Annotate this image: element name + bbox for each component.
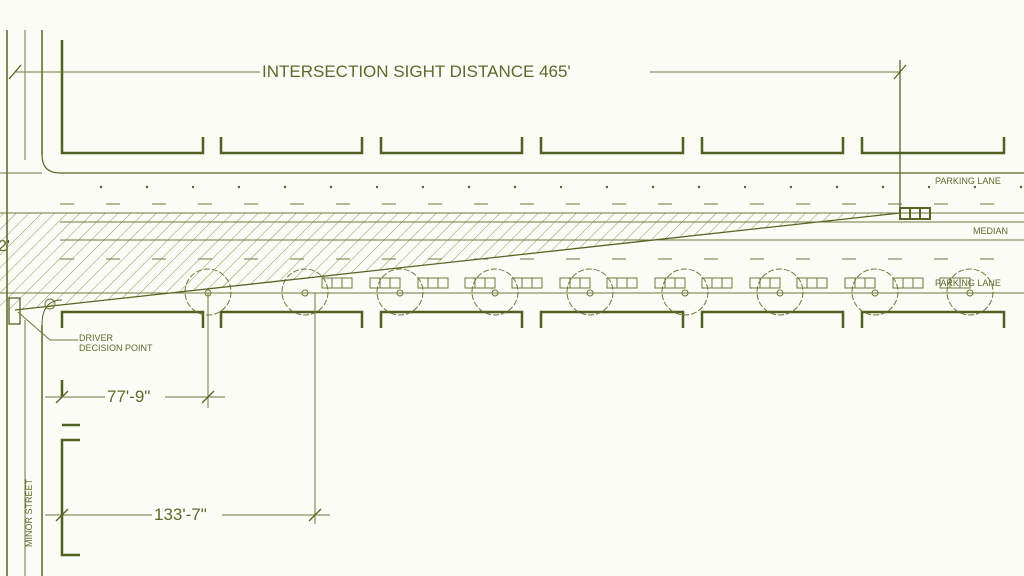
tree-icon [281,268,329,316]
sight-distance-label: INTERSECTION SIGHT DISTANCE 465' [262,62,571,82]
driver-vehicle [8,297,21,325]
building-block [379,137,524,155]
lane-dot [881,185,885,189]
parked-car-icon [464,277,496,289]
parked-car-icon [321,277,353,289]
parked-car-icon [701,277,733,289]
tree-icon [661,268,709,316]
parked-car-icon [939,277,971,289]
building-block [860,310,1006,328]
lane-dot [789,185,793,189]
building-block [860,137,1006,155]
lane-dot [513,185,517,189]
building-block [700,137,845,155]
tree-icon [756,268,804,316]
driver-decision-point-label: DRIVER DECISION POINT [79,333,153,353]
building-blocks [60,40,1006,557]
tree-trunk-icon [396,289,404,297]
offset-dimensions [45,293,330,524]
lane-dot [835,185,839,189]
lane-dot [283,185,287,189]
lane-dot [1019,185,1023,189]
target-vehicle [899,207,931,220]
lane-dot [191,185,195,189]
lane-dot [467,185,471,189]
lane-dot [973,185,977,189]
tree-trunk-icon [586,289,594,297]
parked-car-icon [369,277,401,289]
lane-dot [651,185,655,189]
parked-car-icon [417,277,449,289]
lane-dot [145,185,149,189]
minor-street-edges [6,30,43,576]
tree-icon [471,268,519,316]
building-block [219,137,364,155]
parked-car-icon [892,277,924,289]
minor-street-label: MINOR STREET [24,478,35,548]
building-block [60,310,205,328]
parked-car-icon [749,277,781,289]
short-dimension-label: 77'-9" [107,387,151,406]
lane-dot [329,185,333,189]
trees [184,268,994,316]
lane-dot [697,185,701,189]
tree-icon [566,268,614,316]
building-block [219,310,364,328]
parking-lane-top-label: PARKING LANE [935,176,1001,186]
lane-dot [605,185,609,189]
parked-cars [321,277,971,289]
tree-icon [851,268,899,316]
building-block [700,310,845,328]
sight-line [14,212,901,311]
tree-icon [376,268,424,316]
lane-dot [99,185,103,189]
lane-dot [375,185,379,189]
lane-dot [559,185,563,189]
lane-dot [927,185,931,189]
parking-lane-bottom-label: PARKING LANE [935,278,1001,288]
parked-car-icon [796,277,828,289]
parked-car-icon [606,277,638,289]
building-block [539,137,685,155]
tree-trunk-icon [491,289,499,297]
parked-car-icon [559,277,591,289]
building-block [60,438,80,557]
lane-dot [743,185,747,189]
offset-label: 2' [0,238,10,255]
building-block [539,310,685,328]
tree-trunk-icon [681,289,689,297]
tree-trunk-icon [966,289,974,297]
tree-trunk-icon [871,289,879,297]
building-block [379,310,524,328]
lane-dot [421,185,425,189]
sight-distance-dimension [8,60,907,213]
tree-trunk-icon [776,289,784,297]
parked-car-icon [844,277,876,289]
tree-icon [946,268,994,316]
building-block [60,40,205,155]
parked-car-icon [511,277,543,289]
parked-car-icon [654,277,686,289]
lane-dot [237,185,241,189]
median-label: MEDIAN [973,226,1009,236]
tree-trunk-icon [301,289,309,297]
long-dimension-label: 133'-7" [154,505,207,524]
